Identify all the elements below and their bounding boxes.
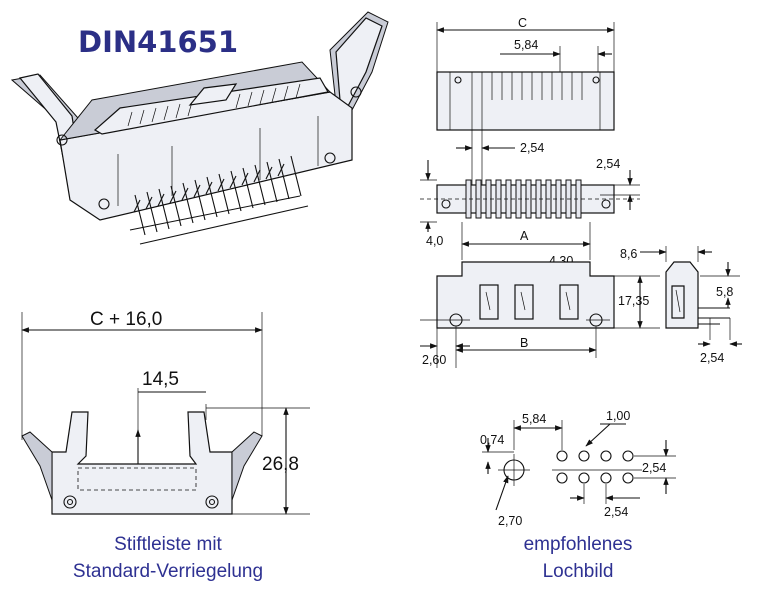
dim-height-left-label: 4,0 [426,234,443,248]
dim-pitch-top-label: 5,84 [514,38,538,52]
dim-pitch-label: 2,54 [520,141,544,155]
dim-small-label: 0,74 [480,433,504,447]
dim-inner-label: 14,5 [142,369,179,390]
dim-width-label: C + 16,0 [90,309,162,330]
dim-side-width-label: 8,6 [620,247,637,261]
dim-side-pitch-label: 2,54 [700,351,724,365]
side-view: C + 16,0 14,5 26,8 Stiftleiste mit Stand… [21,309,310,582]
dim-height-label: 26,8 [262,454,299,475]
side-caption-line1: Stiftleiste mit [114,534,222,555]
dim-hole-dia-label: 1,00 [606,409,630,423]
dim-pitch-right-label: 2,54 [596,157,620,171]
hole-pattern: 5,84 1,00 0,74 2,70 2,54 [480,409,676,582]
dim-row-offset-label: 5,84 [522,412,546,426]
dim-b-label: B [520,336,528,350]
side-caption-line2: Standard-Verriegelung [73,561,263,582]
hole-caption-line2: Lochbild [543,561,614,582]
isometric-connector-view [10,11,389,245]
dim-col-pitch-label: 2,54 [604,505,628,519]
dim-hole-offset-label: 2,60 [422,353,446,367]
dim-a-label: A [520,229,529,243]
dim-row-pitch-label: 2,54 [642,461,666,475]
top-view: C 5,84 2,54 [420,16,742,368]
dim-c-label: C [518,16,527,30]
dim-side-pin-label: 5,8 [716,285,733,299]
hole-caption-line1: empfohlenes [524,534,633,555]
dim-body-height-label: 17,35 [618,294,649,308]
dim-mount-dia-label: 2,70 [498,514,522,528]
drawing-title: DIN41651 [78,25,238,59]
